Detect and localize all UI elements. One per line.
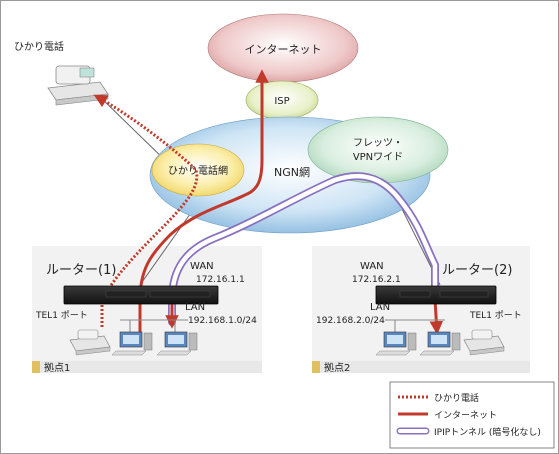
hikari-network-cloud bbox=[151, 143, 245, 197]
router-2-lan-label: LAN bbox=[370, 302, 390, 313]
isp-label: ISP bbox=[274, 96, 289, 107]
legend-internet-label: インターネット bbox=[434, 410, 497, 421]
router-2-lan-ip: 192.168.2.0/24 bbox=[316, 316, 385, 326]
ipip-tunnel-fill bbox=[169, 173, 438, 325]
legend-hikari-label: ひかり電話 bbox=[434, 392, 479, 404]
pc-2a-icon bbox=[375, 331, 417, 356]
router-2-title: ルーター(2) bbox=[442, 263, 512, 278]
ngn-label: NGN網 bbox=[274, 165, 310, 179]
flets-vpn-label-1: フレッツ・ bbox=[353, 138, 403, 149]
site-2-tag-marker bbox=[312, 361, 320, 373]
site-1-tag-bar bbox=[32, 361, 262, 373]
phone-1-icon bbox=[69, 329, 111, 356]
router-1-wan-label: WAN bbox=[190, 261, 214, 272]
pc-1a-icon bbox=[111, 331, 153, 356]
router-2-lan-ports bbox=[439, 290, 489, 298]
router-2-ports bbox=[399, 290, 431, 298]
router-2-wan-label: WAN bbox=[360, 261, 384, 272]
router-1-title: ルーター(1) bbox=[46, 263, 116, 278]
pc-1b-icon bbox=[156, 331, 198, 356]
flets-vpn-cloud bbox=[307, 116, 449, 184]
router-1-lan-ports bbox=[149, 290, 211, 298]
flets-vpn-label-2: VPNワイド bbox=[353, 152, 403, 163]
phone-2-icon bbox=[463, 329, 505, 356]
site-1-tag-marker bbox=[32, 361, 40, 373]
internet-label: インターネット bbox=[245, 43, 322, 56]
router-2-tel-port: TEL1 ポート bbox=[469, 310, 522, 321]
router-2-device bbox=[375, 285, 497, 305]
router-1-lan-ip: 192.168.1.0/24 bbox=[188, 316, 257, 326]
hikari-phone-icon bbox=[47, 65, 109, 106]
phone-access-line bbox=[97, 94, 171, 166]
pc-2b-icon bbox=[419, 331, 461, 356]
hikari-phone-route bbox=[93, 94, 199, 327]
router-1-tel-port: TEL1 ポート bbox=[35, 310, 88, 321]
internet-route bbox=[138, 69, 269, 335]
router-2-wan-ip: 172.16.2.1 bbox=[352, 275, 401, 285]
site-1-label: 拠点1 bbox=[44, 361, 70, 374]
router-1-wan-ip: 172.16.1.1 bbox=[196, 275, 245, 285]
router-1-lan-label: LAN bbox=[185, 302, 205, 313]
router-1-ports bbox=[105, 290, 147, 298]
tunnel-arrival-arrow bbox=[429, 299, 444, 335]
legend-tunnel-label: IPIPトンネル (暗号化なし) bbox=[434, 426, 541, 438]
hikari-phone-label: ひかり電話 bbox=[14, 40, 64, 53]
hikari-network-label: ひかり電話網 bbox=[168, 164, 228, 177]
site-2-label: 拠点2 bbox=[324, 361, 350, 374]
site-2-tag-bar bbox=[312, 361, 530, 373]
